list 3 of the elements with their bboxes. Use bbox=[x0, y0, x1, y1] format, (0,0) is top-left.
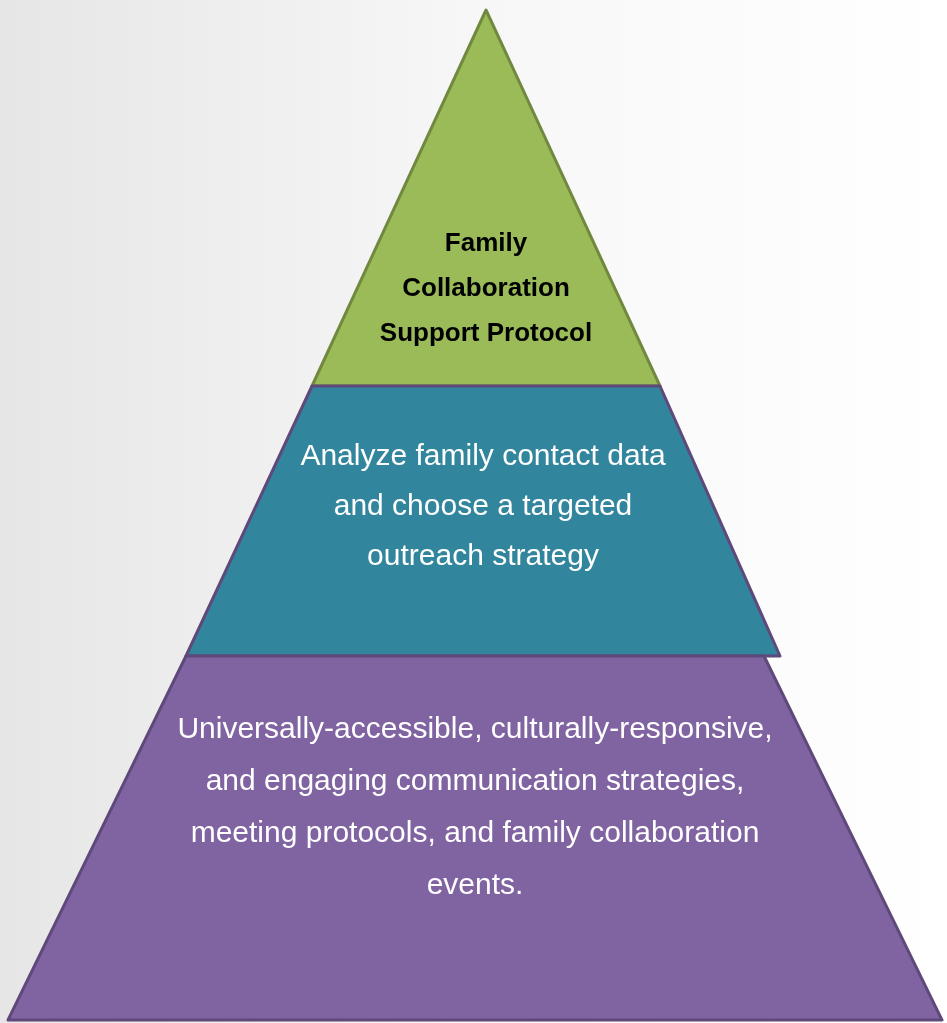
tier-text: Family Collaboration Support Protocol bbox=[378, 226, 594, 349]
tier-text: Analyze family contact data and choose a targeted outreach strategy bbox=[299, 437, 667, 573]
tier-text: Universally-accessible, culturally-responsive, and engaging communication strategies, meeting protocols, and family collaboration events. bbox=[176, 710, 774, 902]
